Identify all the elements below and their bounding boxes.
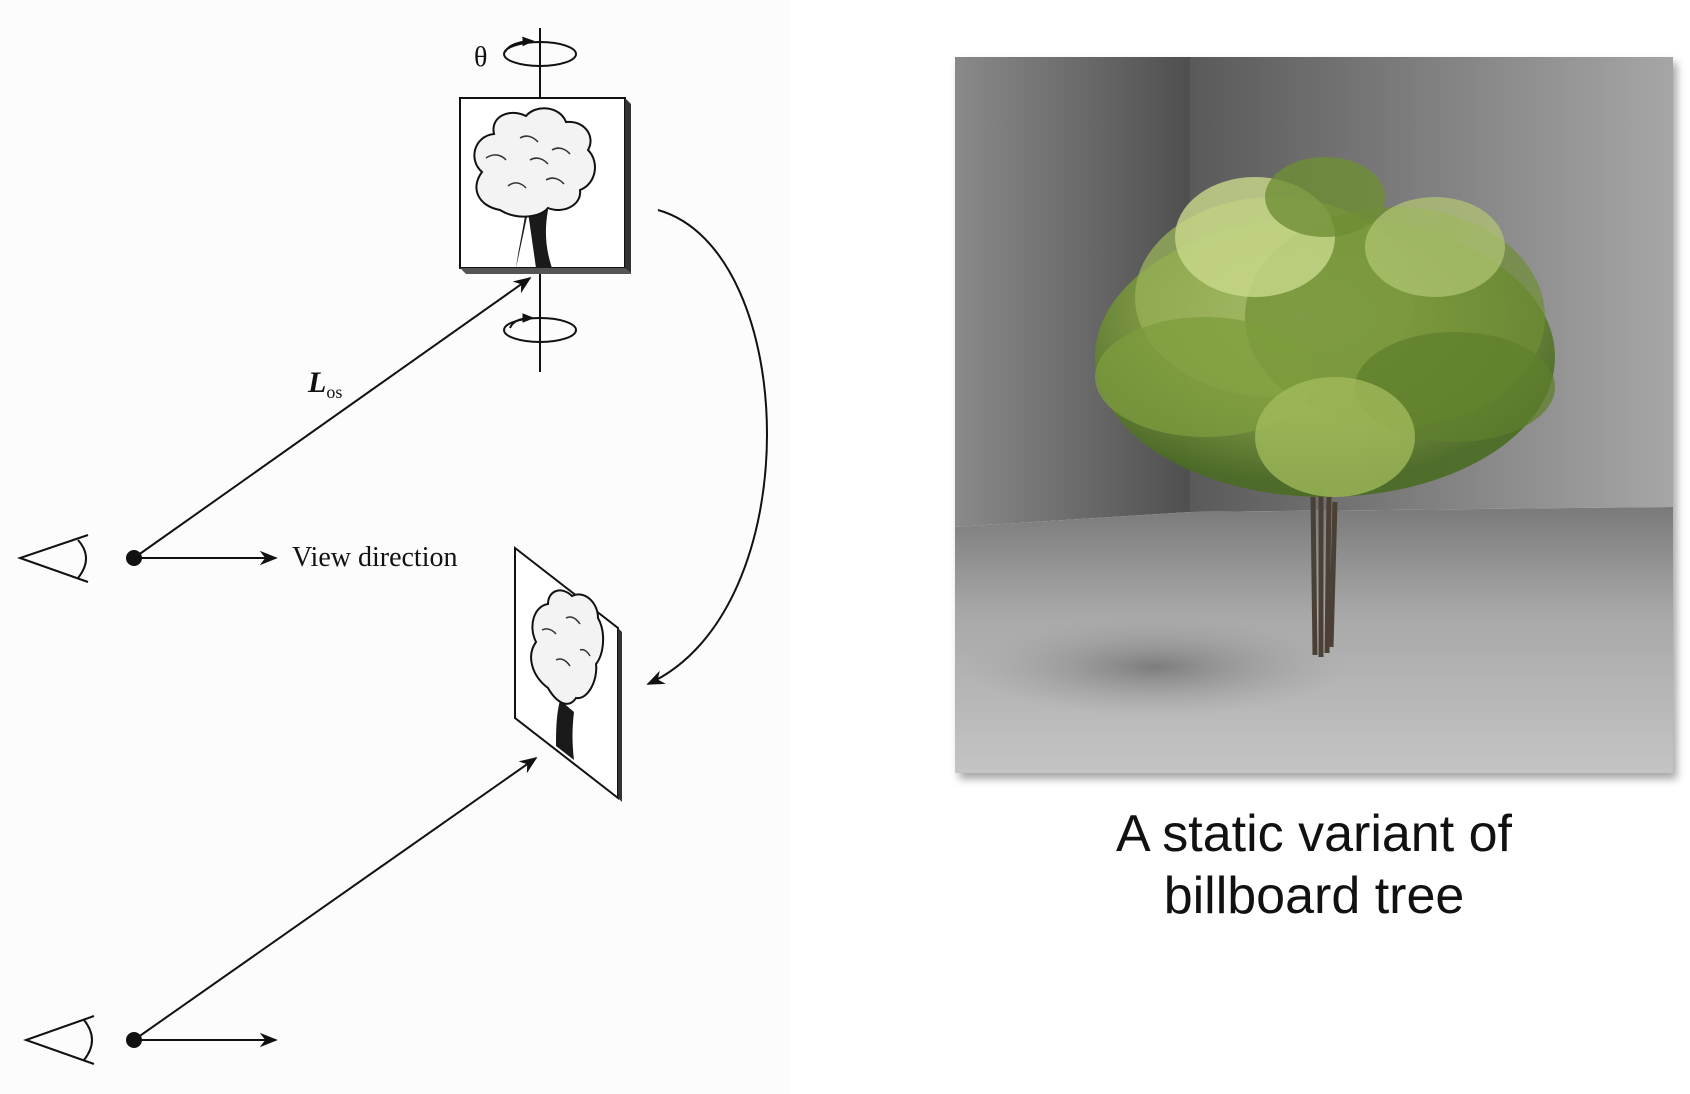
tree-foliage	[1095, 157, 1555, 497]
view-direction-label: View direction	[292, 542, 457, 573]
tree-drawing-icon	[473, 107, 596, 268]
los-label: Los	[307, 366, 342, 402]
tree-render-image	[955, 57, 1673, 773]
eye-icon	[16, 534, 89, 583]
billboard-rotated	[514, 545, 622, 802]
rotation-arrow-top-icon	[503, 36, 577, 67]
eye-icon-lower	[22, 1015, 95, 1065]
tree-drawing-rotated-icon	[530, 589, 604, 760]
render-caption: A static variant of billboard tree	[955, 803, 1673, 927]
line-of-sight-arrow	[133, 276, 532, 559]
tree-shadow	[965, 617, 1345, 717]
diagram-canvas: θ View direction	[16, 28, 768, 1065]
caption-line-1: A static variant of	[1116, 805, 1512, 863]
billboard-diagram: θ View direction	[0, 0, 790, 1094]
rotation-arrow-bottom-icon	[503, 313, 577, 343]
billboard-front	[459, 97, 631, 274]
rotation-transition-arrow	[646, 209, 768, 685]
line-of-sight-arrow-lower	[133, 756, 538, 1041]
billboard-tree-render	[955, 57, 1673, 773]
theta-label: θ	[474, 42, 487, 73]
caption-line-2: billboard tree	[1163, 867, 1465, 925]
tree-trunk	[1310, 487, 1338, 657]
